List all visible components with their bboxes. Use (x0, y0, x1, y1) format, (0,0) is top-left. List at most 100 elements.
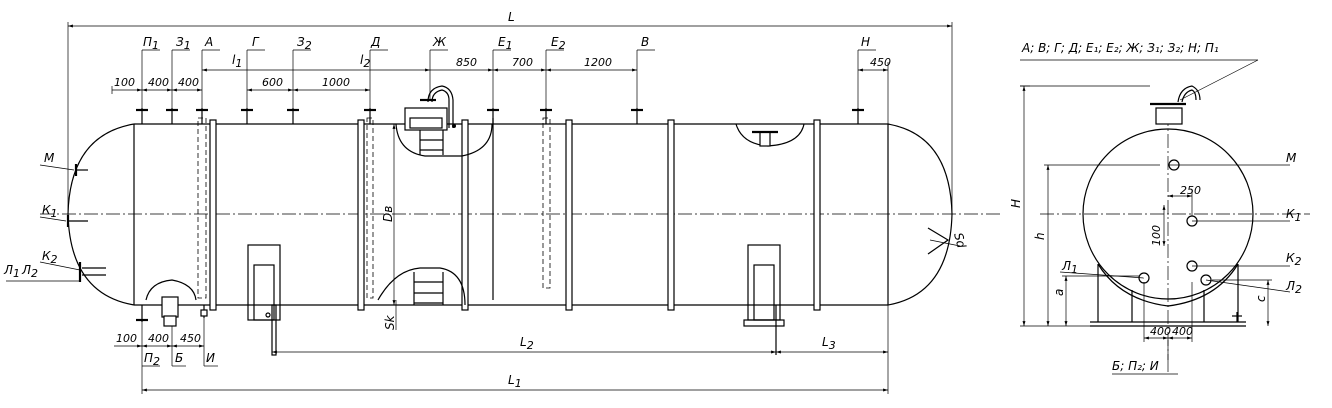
dim-400-right: 400 (1172, 325, 1193, 338)
nozzle-label: К (42, 203, 51, 217)
side-label-sub: 2 (1295, 283, 1302, 296)
side-height-dims: H h a c (1009, 85, 1272, 327)
nozzle-Z2 (287, 50, 299, 124)
nozzle-E2 (540, 50, 552, 124)
nozzle-label: В (641, 35, 649, 49)
dim-400: 400 (178, 76, 199, 89)
svg-text:К1: К1 (42, 203, 58, 220)
saddle-supports (247, 244, 785, 356)
nozzle-sub: 1 (506, 39, 513, 52)
svg-text:М: М (44, 151, 55, 165)
nozzle-sub: 2 (153, 355, 160, 368)
bottom-nozzle-labels: П2 Б И (142, 351, 218, 368)
height-c-label: c (1254, 295, 1268, 302)
svg-text:Л1: Л1 (3, 263, 20, 280)
dim-400: 400 (148, 332, 169, 345)
svg-text:К2: К2 (42, 249, 58, 266)
nozzle-label: Л (3, 263, 13, 277)
nozzle-label: Ж (432, 35, 447, 49)
nozzle-label: Л (21, 263, 31, 277)
flange-length-dim: L1 (142, 373, 888, 392)
svg-text:И: И (206, 351, 215, 365)
svg-text:З1: З1 (176, 35, 191, 52)
top-nozzles (136, 50, 864, 128)
left-nozzles (6, 164, 106, 282)
inner-fitting-cutout (735, 123, 805, 147)
nozzle-label: З (176, 35, 184, 49)
top-dimension-chain: 100 400 400 600 1000 850 700 1200 450 (111, 56, 891, 124)
dim-700: 700 (512, 56, 533, 69)
dim-1200: 1200 (584, 56, 612, 69)
svg-text:К2: К2 (1286, 251, 1302, 268)
side-top-nozzle (1020, 59, 1259, 125)
dim-400: 400 (148, 76, 169, 89)
nozzle-label: П (143, 35, 152, 49)
nozzle-G (241, 50, 253, 124)
nozzle-length-2: l (360, 53, 364, 67)
flange-length: L (508, 373, 515, 387)
svg-text:Л2: Л2 (1285, 279, 1302, 296)
height-a-label: a (1052, 289, 1066, 296)
vessel-shell (40, 123, 1000, 306)
wall-thickness-label: Sk (383, 314, 397, 330)
head-thickness-label: Sd (951, 231, 969, 250)
nozzle-label: Д (370, 35, 380, 49)
side-small-dims: 250 100 (1150, 184, 1201, 246)
stiffening-rings (209, 119, 821, 311)
svg-text:Н: Н (861, 35, 870, 49)
nozzle-N (852, 50, 864, 124)
dim-450: 450 (870, 56, 891, 69)
svg-text:Г: Г (252, 35, 260, 49)
nozzle-sub: 1 (13, 267, 20, 280)
support-spacing: L (520, 335, 527, 349)
nozzle-D (364, 50, 376, 124)
height-total-label: H (1009, 199, 1023, 208)
dim-100: 100 (1150, 225, 1163, 246)
support-spacing-sub: 2 (527, 339, 534, 352)
svg-text:Д: Д (370, 35, 380, 49)
support-spacing-dims: L2 L3 (272, 305, 889, 394)
nozzle-label: Н (861, 35, 870, 49)
svg-text:Ж: Ж (432, 35, 447, 49)
nozzle-V (631, 50, 643, 124)
svg-text:П1: П1 (143, 35, 159, 52)
side-top-callout: А; В; Г; Д; Е₁; Е₂; Ж; З₁; З₂; Н; П₁ (1021, 41, 1219, 55)
side-bottom-callout: Б; П₂; И (1112, 359, 1159, 373)
bottom-dimension-chain: 100 400 450 (114, 332, 204, 348)
svg-text:l2: l2 (360, 53, 370, 70)
nozzle-P1 (136, 50, 148, 124)
nozzle-label: К (42, 249, 51, 263)
svg-text:Л2: Л2 (21, 263, 38, 280)
svg-text:А: А (204, 35, 213, 49)
nozzle-label: И (206, 351, 215, 365)
internal-pipes (197, 117, 551, 300)
flange-length-sub: 1 (515, 377, 522, 390)
nozzle-length-dims: l1 l2 (202, 53, 430, 72)
side-label-sub: 1 (1295, 211, 1302, 224)
dim-1000: 1000 (322, 76, 350, 89)
nozzle-label: А (204, 35, 213, 49)
dim-850: 850 (456, 56, 477, 69)
side-view: А; В; Г; Д; Е₁; Е₂; Ж; З₁; З₂; Н; П₁ (1009, 41, 1310, 375)
nozzle-sub: 2 (559, 39, 566, 52)
nozzle-sub: 1 (152, 39, 159, 52)
nozzle-E1 (487, 50, 499, 124)
svg-text:Б: Б (175, 351, 183, 365)
svg-text:М: М (1286, 151, 1297, 165)
nozzle-label: Е (551, 35, 559, 49)
overall-length-dim: L (67, 10, 953, 214)
nozzle-A (196, 50, 208, 124)
svg-text:К1: К1 (1286, 207, 1302, 224)
svg-text:L1: L1 (508, 373, 522, 390)
support-end: L (822, 335, 829, 349)
nozzle-sub: 1 (184, 39, 191, 52)
nozzle-label: М (44, 151, 55, 165)
manhole-bottom-cutout (377, 267, 466, 306)
nozzle-length-1: l (232, 53, 236, 67)
svg-text:L3: L3 (822, 335, 836, 352)
side-nozzle-points (1059, 159, 1291, 293)
svg-text:П2: П2 (144, 351, 160, 368)
manhole-top-cutout (395, 107, 493, 157)
side-label: Л (1061, 259, 1071, 273)
